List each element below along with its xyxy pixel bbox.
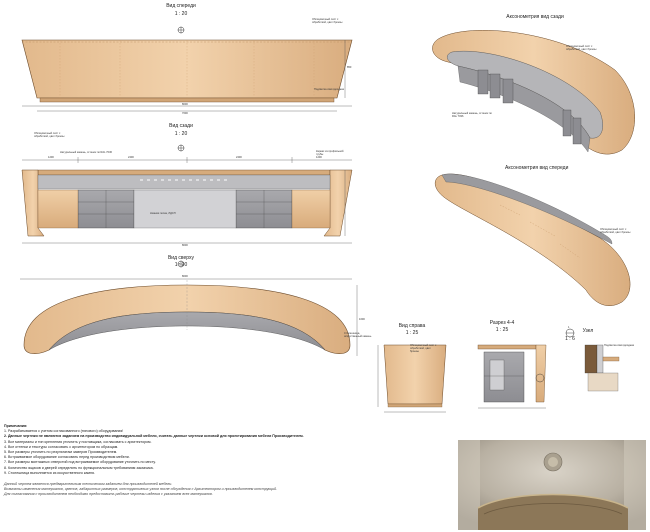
callout-frame-back: Каркас из профильной трубы bbox=[316, 150, 344, 156]
section-view-title: Разрез 4-4 bbox=[489, 320, 515, 326]
node-marker: 1 bbox=[568, 326, 570, 329]
callout-stone-back: Натуральный камень, оттенок по RAL 7036 bbox=[60, 151, 112, 154]
front-view-body bbox=[21, 39, 353, 99]
front-dim-inner: 7600 bbox=[182, 112, 188, 115]
render-photo bbox=[458, 440, 646, 530]
back-view-title: Вид сзади bbox=[169, 123, 193, 129]
front-view-plinth bbox=[39, 97, 335, 103]
note-line: 1. Разрабатывается с учетом согласованно… bbox=[4, 429, 124, 434]
right-view-body bbox=[383, 344, 447, 405]
callout-stone-axo: Натуральный камень, оттенок по RAL 7036 bbox=[452, 112, 492, 118]
notes-footer-line: Возможны изменения материалов, цветов, г… bbox=[4, 487, 278, 492]
back-view-body bbox=[21, 169, 45, 237]
note-line: 4. Все оттенки и текстуры согласовать с … bbox=[4, 444, 119, 449]
section-view-body bbox=[535, 344, 547, 403]
front-dim-total: 8000 bbox=[182, 103, 188, 106]
note-line: 7. Все размеры монтажных отверстий под в… bbox=[4, 460, 156, 465]
right-view-title: Вид справа bbox=[398, 323, 426, 329]
axo-front-view bbox=[435, 173, 631, 306]
front-view-scale: 1 : 20 bbox=[174, 11, 188, 17]
node-scale: 1 : 6 bbox=[565, 336, 575, 342]
note-line: 3. Все материалы и тип крепления уточнит… bbox=[4, 439, 152, 444]
axo-front-title: Аксонометрия вид спереди bbox=[505, 165, 569, 171]
note-line: 8. Количество ящиков и дверей определить… bbox=[4, 465, 154, 470]
notes-footer-line: Данный чертеж является предварительным т… bbox=[4, 482, 173, 487]
top-view-scale: 1 : 20 bbox=[174, 262, 188, 268]
axo-front-outer-shell bbox=[435, 173, 631, 306]
back-view bbox=[21, 144, 353, 244]
right-view-scale: 1 : 25 bbox=[405, 330, 419, 336]
section-view bbox=[477, 344, 547, 409]
callout-cladding-right: Облицовочный лист с обработкой, цвет бро… bbox=[410, 344, 437, 353]
top-view-inner-worktop bbox=[48, 311, 326, 351]
callout-led-front: Подсветка светодиодная bbox=[314, 88, 344, 91]
render-counter bbox=[478, 494, 628, 530]
back-dim-seg-4: 1200 bbox=[316, 156, 322, 159]
back-view-scale: 1 : 20 bbox=[174, 131, 188, 137]
note-line: 9. Столешница выполняется из искусственн… bbox=[4, 470, 95, 475]
callout-cladding-axo-front: Облицовочный лист с обработкой, цвет бро… bbox=[600, 228, 631, 234]
notes-footer-line: Для согласования с производителем необхо… bbox=[4, 492, 213, 497]
back-dim-seg-1: 1200 bbox=[48, 156, 54, 159]
notes-heading: Примечания: bbox=[4, 424, 28, 428]
top-dim-depth: 1600 bbox=[359, 318, 365, 321]
callout-cladding-back: Облицовочный лист с обработкой, цвет бро… bbox=[34, 132, 65, 138]
front-dim-height: 850 bbox=[347, 66, 352, 69]
front-view-title: Вид спереди bbox=[166, 3, 196, 9]
callout-cladding-axo: Облицовочный лист с обработкой, цвет бро… bbox=[566, 45, 597, 51]
back-dim-seg-2: 2400 bbox=[128, 156, 134, 159]
notes-block: Примечания: 1. Разрабатывается с учетом … bbox=[4, 424, 444, 498]
axo-back-view bbox=[432, 30, 635, 155]
top-view bbox=[20, 260, 358, 356]
note-line: 2. Данные чертежи не являются заданием н… bbox=[4, 434, 304, 439]
section-view-scale: 1 : 25 bbox=[495, 327, 509, 333]
front-view bbox=[21, 26, 353, 112]
callout-node: Подсветка светодиодная bbox=[604, 344, 634, 347]
back-dim-total: 8000 bbox=[182, 244, 188, 247]
node-title: Узел bbox=[582, 328, 594, 334]
callout-worktop-top: Столешница, искусственный камень bbox=[344, 332, 372, 338]
top-view-title: Вид сверху bbox=[167, 255, 195, 261]
axo-back-title: Аксонометрия вид сзади bbox=[506, 14, 564, 20]
callout-cladding-front: Облицовочный лист с обработкой, цвет бро… bbox=[312, 18, 343, 24]
right-view bbox=[377, 344, 447, 413]
back-view-counter-top bbox=[37, 169, 331, 176]
note-line: 6. Встраиваемое оборудование согласовать… bbox=[4, 455, 130, 460]
top-dim-total: 8000 bbox=[182, 275, 188, 278]
note-line: 5. Все размеры уточнить по результатам з… bbox=[4, 450, 118, 455]
back-dim-seg-3: 2400 bbox=[236, 156, 242, 159]
callout-shelf-back: Нижняя полка, ЛДСП bbox=[150, 212, 176, 215]
node-detail bbox=[565, 328, 620, 392]
